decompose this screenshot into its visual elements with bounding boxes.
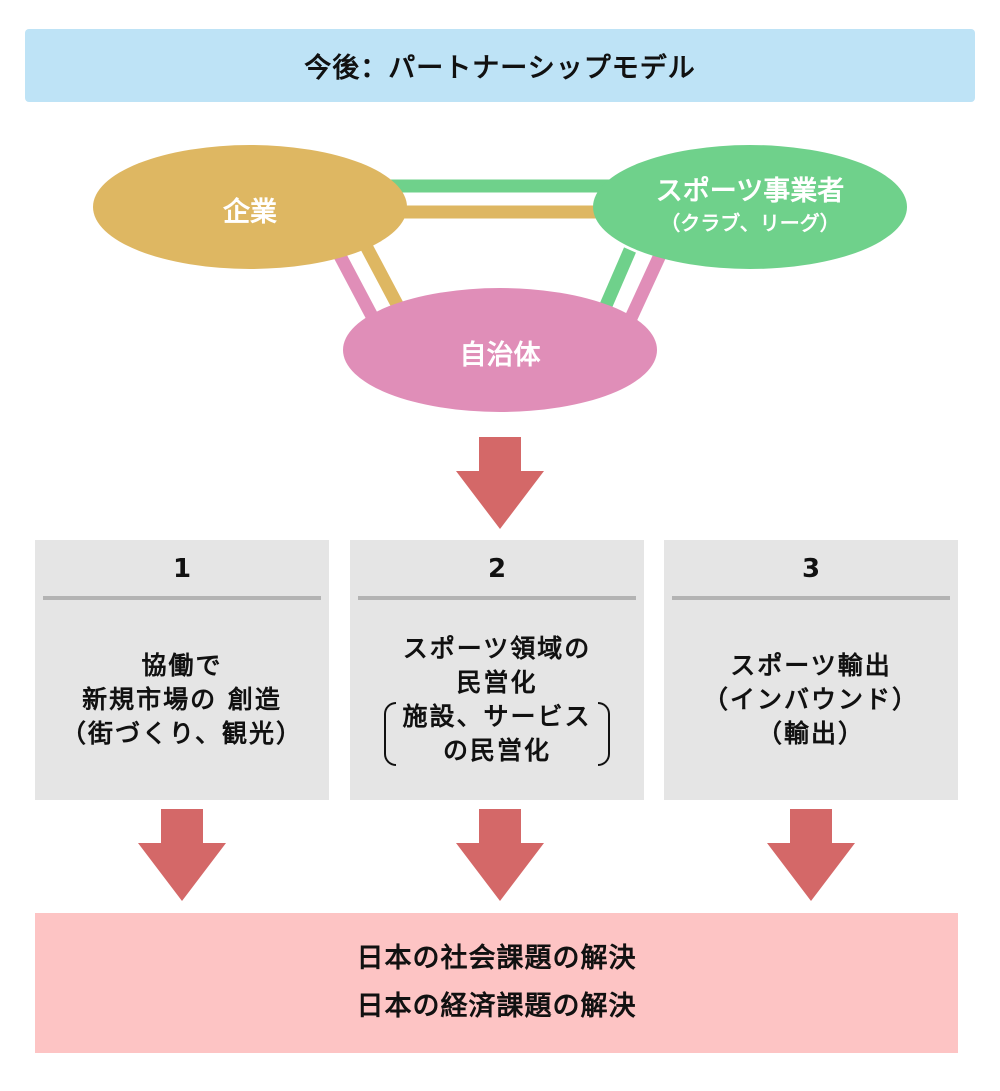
arrow-down-icon — [767, 809, 855, 901]
divider — [672, 596, 950, 600]
node-company-label: 企業 — [150, 190, 350, 229]
box-number: 2 — [487, 554, 507, 584]
left-paren-icon — [384, 702, 397, 766]
strategy-box-1: 1 協働で 新規市場の 創造 （街づくり、観光） — [35, 540, 329, 800]
company-label-text: 企業 — [223, 197, 277, 228]
node-company — [93, 145, 407, 269]
divider — [358, 596, 636, 600]
arrow-down-icon — [456, 437, 544, 529]
box-body: スポーツ輸出 （インバウンド） （輸出） — [664, 600, 958, 800]
result-line: 日本の経済課題の解決 — [356, 991, 637, 1022]
arrow-down-icon — [138, 809, 226, 901]
node-municipality-label: 自治体 — [400, 333, 600, 372]
right-paren-icon — [597, 702, 610, 766]
box-line: 新規市場の 創造 — [82, 685, 282, 714]
sports-label-text: スポーツ事業者 — [655, 176, 845, 207]
strategy-box-2: 2 スポーツ領域の 民営化 施設、サービス の民営化 — [350, 540, 644, 800]
box-line: （街づくり、観光） — [60, 719, 303, 748]
node-municipality — [343, 288, 657, 412]
box-body: スポーツ領域の 民営化 施設、サービス の民営化 — [350, 600, 644, 800]
node-sports — [593, 145, 907, 269]
box-number: 1 — [172, 554, 192, 584]
municipality-label-text: 自治体 — [459, 340, 541, 371]
box-line: （輸出） — [756, 719, 865, 748]
box-line: スポーツ領域の — [402, 634, 592, 663]
connector-company-municipality-pink — [332, 248, 380, 324]
partnership-diagram — [93, 145, 907, 412]
header-title: 今後：パートナーシップモデル — [304, 53, 696, 84]
connector-sports-municipality-pink — [625, 252, 666, 321]
result-box: 日本の社会課題の解決 日本の経済課題の解決 — [35, 913, 958, 1053]
box-number: 3 — [801, 554, 821, 584]
parenthetical: 施設、サービス の民営化 — [384, 700, 610, 768]
box-line: 民営化 — [456, 668, 538, 697]
result-line: 日本の社会課題の解決 — [356, 943, 637, 974]
connector-sports-municipality-green — [598, 247, 636, 313]
box-line: （インバウンド） — [702, 685, 919, 714]
box-body: 協働で 新規市場の 創造 （街づくり、観光） — [35, 600, 329, 800]
divider — [43, 596, 321, 600]
arrow-down-icon — [456, 809, 544, 901]
node-sports-label: スポーツ事業者 （クラブ、リーグ） — [620, 174, 880, 236]
connector-company-municipality-gold — [359, 240, 406, 314]
box-line: スポーツ輸出 — [730, 651, 892, 680]
header-banner: 今後：パートナーシップモデル — [25, 29, 975, 102]
sports-sublabel-text: （クラブ、リーグ） — [660, 211, 840, 235]
strategy-box-3: 3 スポーツ輸出 （インバウンド） （輸出） — [664, 540, 958, 800]
box-line: の民営化 — [442, 736, 551, 765]
box-line: 協働で — [141, 651, 223, 680]
box-line: 施設、サービス — [402, 702, 592, 731]
